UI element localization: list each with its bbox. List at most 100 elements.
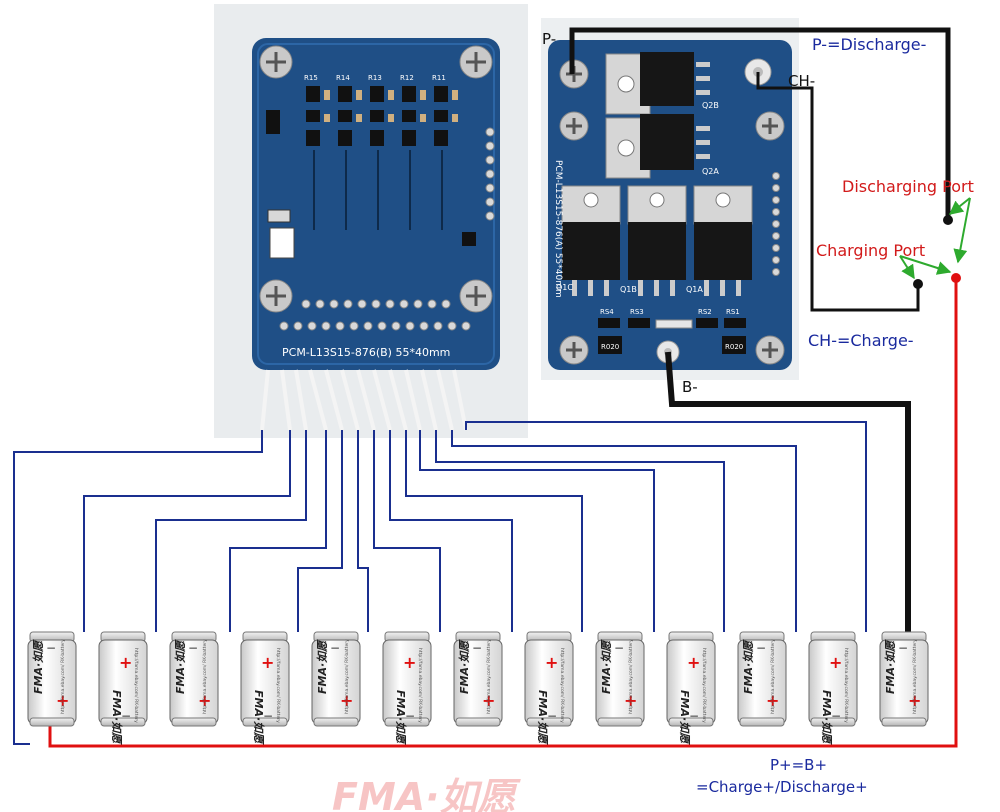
battery-plus-sign: + xyxy=(829,653,842,672)
power-board-silk-label: PCM-L13S15-876(A) 55*40mm xyxy=(553,160,563,298)
svg-text:R020: R020 xyxy=(601,343,619,351)
battery-minus-sign: − xyxy=(756,641,766,655)
battery-url: http://fama.ebay.com/ RK-battery xyxy=(275,648,281,723)
battery-brand: FMA·如愿 xyxy=(32,639,45,694)
power-screw-3 xyxy=(755,111,785,141)
chip-label: R12 xyxy=(400,74,414,82)
battery-url: http://fama.ebay.com/ RK-battery xyxy=(133,648,139,723)
battery-url: http://fama.ebay.com/ RK-battery xyxy=(417,648,423,723)
battery-brand: FMA·如愿 xyxy=(252,690,265,745)
battery-plus-sign: + xyxy=(908,691,921,710)
battery-brand: FMA·如愿 xyxy=(600,639,613,694)
battery-minus-sign: − xyxy=(121,709,131,723)
balance-wire xyxy=(229,430,327,632)
shunt-resistors: RS4 RS3 RS2 RS1 R020 R020 xyxy=(598,308,746,354)
mosfet-q1a: Q1A xyxy=(686,185,753,296)
chip-label: R13 xyxy=(368,74,382,82)
battery-minus-sign: − xyxy=(46,641,56,655)
battery-plus-sign: + xyxy=(403,653,416,672)
power-screw-4 xyxy=(559,335,589,365)
battery-brand: FMA·如愿 xyxy=(174,639,187,694)
battery-url: http://fama.ebay.com/ RK-battery xyxy=(202,639,208,714)
svg-text:Q2B: Q2B xyxy=(702,101,719,110)
svg-text:RS2: RS2 xyxy=(698,308,712,316)
battery-url: http://fama.ebay.com/ RK-battery xyxy=(60,639,66,714)
battery-brand: FMA·如愿 xyxy=(820,690,833,745)
battery-url: http://fama.ebay.com/ RK-battery xyxy=(701,648,707,723)
svg-text:R020: R020 xyxy=(725,343,743,351)
label-ch-minus-charge: CH-=Charge- xyxy=(808,331,914,350)
battery-url: http://fama.ebay.com/ RK-battery xyxy=(912,639,918,714)
label-discharging-port: Discharging Port xyxy=(842,177,974,196)
battery-url: http://fama.ebay.com/ RK-battery xyxy=(344,639,350,714)
power-screw-2 xyxy=(559,111,589,141)
battery-url: http://fama.ebay.com/ RK-battery xyxy=(843,648,849,723)
battery-brand: FMA·如愿 xyxy=(110,690,123,745)
label-b-minus: B- xyxy=(682,378,698,396)
battery-url: http://fama.ebay.com/ RK-battery xyxy=(559,648,565,723)
mosfet-q2b: Q2B xyxy=(605,52,719,115)
balance-board-wire-pads xyxy=(279,299,471,331)
watermark-logo: FMA·如愿 xyxy=(332,775,522,812)
svg-text:RS4: RS4 xyxy=(600,308,614,316)
screw-hole-br xyxy=(459,279,493,313)
balance-lead-wires xyxy=(260,369,468,431)
battery-minus-sign: − xyxy=(831,709,841,723)
positive-wire xyxy=(48,278,958,748)
battery-plus-sign: + xyxy=(624,691,637,710)
battery-minus-sign: − xyxy=(472,641,482,655)
svg-text:Q1A: Q1A xyxy=(686,285,703,294)
svg-text:Q1B: Q1B xyxy=(620,285,637,294)
balance-wire xyxy=(435,430,725,632)
battery-brand: FMA·如愿 xyxy=(742,639,755,694)
label-p-plus-b-plus: P+=B+ xyxy=(770,756,827,774)
battery-plus-sign: + xyxy=(198,691,211,710)
label-charging-port: Charging Port xyxy=(816,241,925,260)
battery-plus-sign: + xyxy=(261,653,274,672)
battery-minus-sign: − xyxy=(898,641,908,655)
svg-text:Q1C: Q1C xyxy=(556,283,573,292)
battery-url: http://fama.ebay.com/ RK-battery xyxy=(486,639,492,714)
battery-minus-sign: − xyxy=(405,709,415,723)
battery-cell: + −FMA·如愿 http://fama.ebay.com/ RK-battery xyxy=(453,631,503,727)
battery-minus-sign: − xyxy=(689,709,699,723)
b-minus-wire xyxy=(665,351,911,640)
label-ch-minus: CH- xyxy=(788,72,815,90)
battery-cell: + −FMA·如愿 http://fama.ebay.com/ RK-battery xyxy=(808,631,858,745)
balance-board: R15 R14 R13 R12 xyxy=(214,4,528,438)
chip-label: R14 xyxy=(336,74,350,82)
battery-brand: FMA·如愿 xyxy=(394,690,407,745)
mosfet-q2a: Q2A xyxy=(605,114,719,179)
balance-wire xyxy=(297,430,343,632)
power-board-side-pads xyxy=(772,172,780,276)
power-board: Q2B Q2A Q1C Q1B Q1A xyxy=(541,18,799,380)
chip-label: R15 xyxy=(304,74,318,82)
balance-wire xyxy=(389,430,513,632)
ch-minus-wire xyxy=(756,72,920,312)
battery-plus-sign: + xyxy=(482,691,495,710)
label-charge-discharge-plus: =Charge+/Discharge+ xyxy=(696,778,868,796)
battery-url: http://fama.ebay.com/ RK-battery xyxy=(770,639,776,714)
battery-brand: FMA·如愿 xyxy=(458,639,471,694)
screw-hole-tr xyxy=(459,45,493,79)
battery-plus-sign: + xyxy=(766,691,779,710)
balance-wire xyxy=(373,430,441,632)
balance-wire xyxy=(419,430,655,632)
battery-brand: FMA·如愿 xyxy=(536,690,549,745)
chip-label: R11 xyxy=(432,74,446,82)
battery-plus-sign: + xyxy=(687,653,700,672)
battery-brand: FMA·如愿 xyxy=(316,639,329,694)
battery-url: http://fama.ebay.com/ RK-battery xyxy=(628,639,634,714)
balance-chip-columns: R15 R14 R13 R12 xyxy=(304,74,458,230)
battery-minus-sign: − xyxy=(330,641,340,655)
